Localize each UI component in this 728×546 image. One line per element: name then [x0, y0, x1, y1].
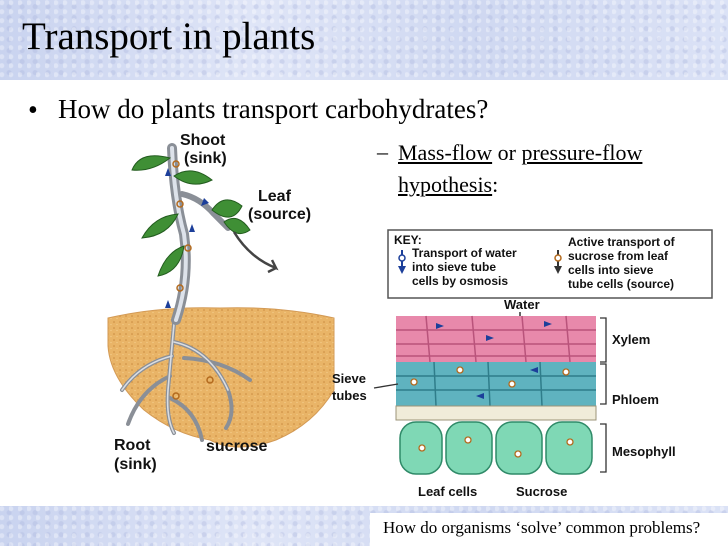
key-active-line1: Active transport of — [568, 235, 676, 249]
hypothesis-term: hypothesis — [398, 172, 493, 197]
sub-bullet-text: Mass-flow or pressure-flow hypothesis: — [398, 137, 718, 201]
phloem-label: Phloem — [612, 392, 659, 407]
sub-bullet-or: or — [492, 140, 522, 165]
flow-arrows — [165, 168, 209, 308]
cell-wall-band — [395, 405, 597, 421]
roots-inner — [121, 312, 229, 434]
stem-core — [170, 146, 188, 322]
key-active-line4: tube cells (source) — [568, 277, 674, 291]
leaf-source-label: (source) — [248, 206, 311, 223]
sieve-pointer — [373, 383, 399, 389]
shoot-label: Shoot — [180, 132, 226, 149]
mesophyll-layer — [399, 421, 593, 475]
leaves — [131, 155, 251, 277]
phloem-bracket — [600, 363, 607, 405]
osmosis-key-icon — [398, 250, 406, 274]
leaf-label: Leaf — [258, 188, 292, 205]
xylem-layer — [396, 315, 596, 363]
key-water-line1: Transport of water — [412, 246, 517, 260]
mesophyll-label: Mesophyll — [612, 444, 676, 459]
sucrose-label: sucrose — [206, 438, 267, 455]
sub-bullet-dash: – — [377, 139, 388, 164]
footer-text: How do organisms ‘solve’ common problems… — [383, 518, 701, 537]
leaf-callout-arrow — [232, 231, 279, 274]
water-label: Water — [504, 297, 540, 312]
shoot-sink-label: (sink) — [184, 150, 227, 167]
sucrose-tissue-label: Sucrose — [516, 484, 567, 499]
branch — [179, 191, 231, 231]
key-active-line3: cells into sieve — [568, 263, 654, 277]
mesophyll-bracket — [600, 423, 607, 473]
sieve-label-line1: Sieve — [332, 371, 366, 386]
transport-markers — [172, 160, 214, 400]
plant-diagram: Shoot (sink) Leaf (source) Root (sink) s… — [107, 132, 335, 473]
title-bar — [0, 0, 728, 80]
root-sink-label: (sink) — [114, 456, 157, 473]
xylem-bracket — [600, 317, 607, 363]
key-water-line3: cells by osmosis — [412, 274, 508, 288]
key-heading: KEY: — [394, 233, 422, 247]
sub-bullet-colon: : — [492, 172, 499, 197]
sieve-label-line2: tubes — [332, 388, 367, 403]
key-box: KEY: Transport of water into sieve tube … — [387, 229, 713, 299]
key-active-line2: sucrose from leaf — [568, 249, 669, 263]
xylem-label: Xylem — [612, 332, 650, 347]
key-water-line2: into sieve tube — [412, 260, 496, 274]
mesophyll-sucrose-dots — [418, 436, 574, 458]
bullet-symbol: • — [28, 95, 38, 126]
root-label: Root — [114, 437, 151, 454]
footer-box — [370, 513, 728, 546]
tissue-diagram: KEY: Transport of water into sieve tube … — [332, 229, 713, 499]
pressure-flow-term: pressure-flow — [521, 140, 643, 165]
leaf-cells-label: Leaf cells — [418, 484, 477, 499]
slide-title: Transport in plants — [22, 15, 316, 58]
bullet-text: How do plants transport carbohydrates? — [58, 94, 489, 124]
mass-flow-term: Mass-flow — [398, 140, 493, 165]
active-transport-key-icon — [554, 250, 562, 274]
phloem-layer — [396, 361, 596, 407]
